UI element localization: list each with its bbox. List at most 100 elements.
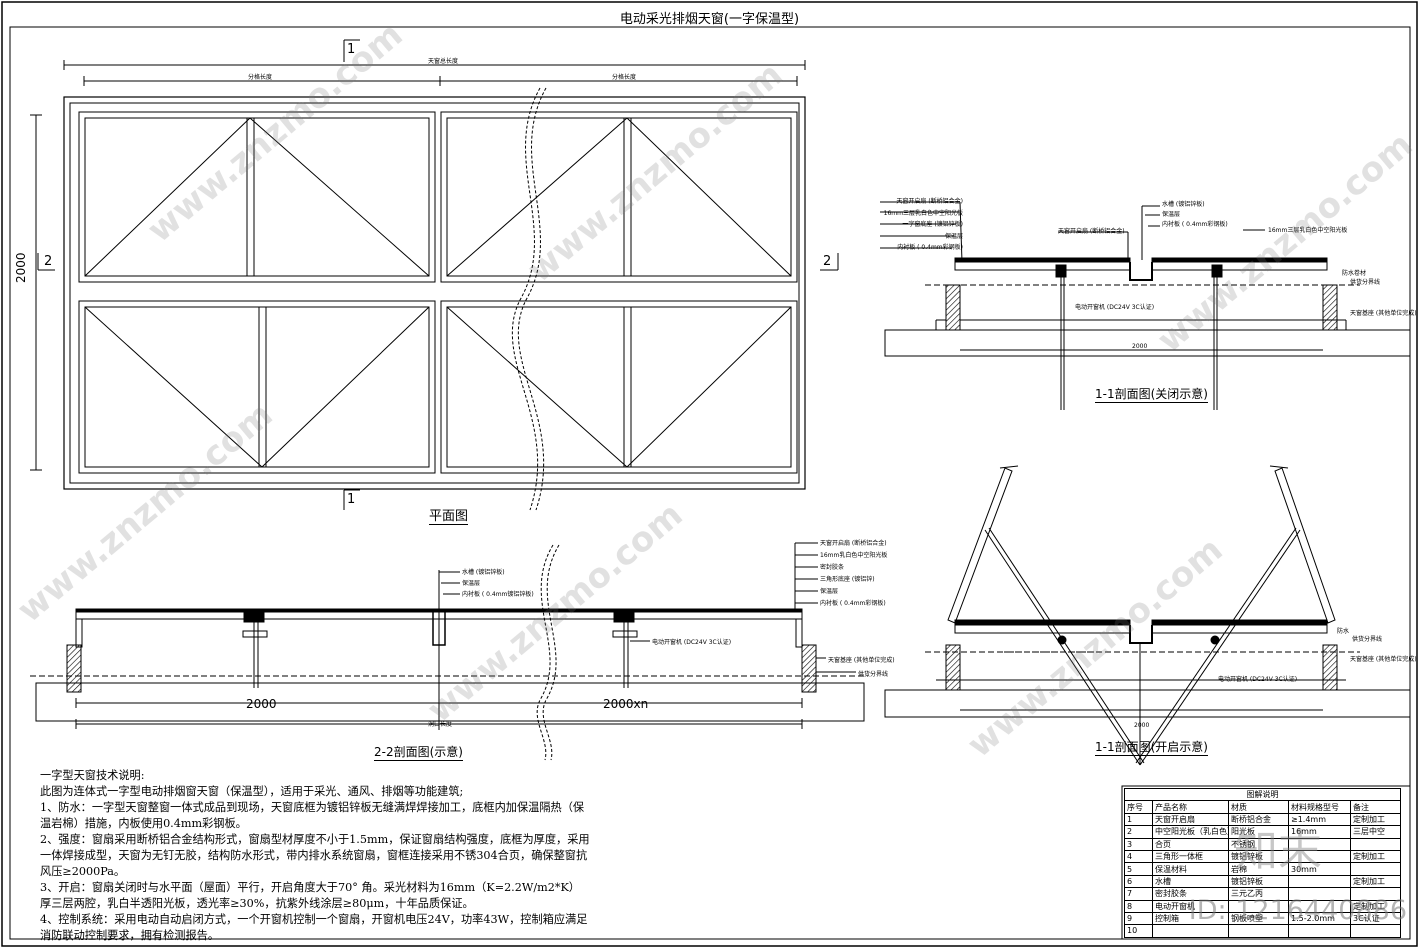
legend-cell: 定制加工 [1349,874,1402,889]
legend-cell: 保温材料 [1152,862,1229,876]
section-2-2 [30,542,868,761]
watermark-brand: 知末 [1234,826,1322,877]
callout: 三角形底座 (镀铝锌) [820,576,875,583]
pane-top-left [78,111,436,283]
notes-line: 此图为连体式一字型电动排烟窗天窗（保温型），适用于采光、通风、排烟等功能建筑; [40,785,464,798]
legend-cell: 7 [1124,887,1153,901]
callout: 水槽 (镀铝锌板) [462,569,505,576]
legend-header: 材料规格型号 [1288,800,1351,814]
callout: 一字窗底座 (镀铝锌板) [902,221,963,229]
watermark-id: ID: 1216440886 [1188,895,1407,926]
closed-callout-sheet: 16mm三层乳白色中空阳光板 [1268,227,1348,234]
notes-line: 2、强度：窗扇采用断桥铝合金结构形式，窗扇型材厚度不小于1.5mm，保证窗扇结构… [40,833,590,878]
callout: 天窗开启扇 (断桥铝合金) [820,540,887,547]
legend-cell [1152,924,1229,938]
legend-cell: 三角形一体框 [1152,849,1229,864]
sec22-dim-total: 洞口长度 [428,721,453,728]
legend-cell: 9 [1124,911,1153,926]
closed-callout-mid: 天窗开启扇 (断桥铝合金) [1058,228,1125,235]
section-1-1-closed [880,201,1411,410]
open-side-1: 防水 [1337,628,1350,635]
callout: 保温层 [462,580,481,587]
sec22-dim-right: 2000xn [603,697,649,711]
legend-cell: 定制加工 [1349,849,1402,864]
plan-dim-part-right: 分格长度 [612,74,637,81]
callout: 内衬板 ( 0.4mm彩钢板) [1162,221,1228,228]
pane-bottom-right [440,300,798,474]
legend-cell: 电动开窗机 [1152,899,1229,913]
notes-line: 3、开启：窗扇关闭时与水平面（屋面）平行，开启角度大于70° 角。采光材料为16… [40,881,580,910]
sec22-callouts-mid: 水槽 (镀铝锌板) 保温层 内衬板 ( 0.4mm镀铝锌板) [462,567,534,600]
callout: 水槽 (镀铝锌板) [1162,201,1205,208]
legend-cell: 水槽 [1152,874,1229,889]
legend-cell: 定制加工 [1349,812,1402,827]
sec22-base-label: 天窗基座 (其他单位完成) [828,657,895,664]
closed-dim: 2000 [1132,343,1148,350]
legend-row: 10 [1124,924,1402,938]
closed-side-1: 防水卷材 [1342,270,1367,277]
closed-side-2: 供货分界线 [1350,279,1381,286]
section-mark-1-top: 1 [347,42,356,57]
legend-cell: 天窗开启扇 [1152,812,1229,827]
legend-cell: 5 [1124,862,1153,876]
legend-cell: ≥1.4mm [1288,812,1351,827]
legend-cell: 不锈钢 [1228,837,1289,851]
drawing-title: 电动采光排烟天窗(一字保温型) [619,12,800,27]
plan-dim-height: 2000 [14,252,28,283]
legend-header: 产品名称 [1152,800,1229,814]
legend-caption: 图解说明 [1123,787,1402,802]
legend-cell: 4 [1124,849,1153,864]
legend-cell: 合页 [1152,837,1229,851]
callout: 保温层 [1162,211,1181,218]
legend-cell: 3C认证 [1349,911,1402,926]
callout: 内衬板 ( 0.4mm彩钢板) [897,244,963,252]
legend-header: 备注 [1349,800,1402,814]
plan-view [30,39,839,511]
callout: 天窗开启扇 (断桥铝合金) [896,198,963,205]
legend-cell: 三层中空 [1349,825,1402,839]
legend-cell [1228,924,1289,938]
open-side-2: 供货分界线 [1352,636,1383,643]
callout: 内衬板 ( 0.4mm镀铝锌板) [462,591,534,598]
callout: 保温层 [944,232,963,240]
plan-dim-total: 天窗总长度 [428,58,459,65]
legend-cell: 10 [1124,924,1153,938]
plan-dim-part-left: 分格长度 [248,74,273,81]
closed-motor-label: 电动开窗机 (DC24V 3C认证) [1075,304,1155,311]
open-motor-label: 电动开窗机 (DC24V 3C认证) [1218,676,1298,683]
open-dim: 2000 [1134,722,1150,729]
technical-notes: 一字型天窗技术说明: 此图为连体式一字型电动排烟窗天窗（保温型），适用于采光、通… [40,768,590,944]
legend-cell: 中空阳光板（乳白色） [1152,825,1229,839]
legend-cell: 3 [1124,837,1153,851]
legend-cell [1349,924,1402,938]
section-mark-2-right: 2 [823,254,832,269]
callout: 密封胶条 [820,564,845,571]
legend-cell: 8 [1124,899,1153,913]
closed-callouts-right: 水槽 (镀铝锌板) 保温层 内衬板 ( 0.4mm彩钢板) [1162,200,1228,230]
callout: 16mm乳白色中空阳光板 [820,552,888,559]
section-mark-2-left: 2 [44,254,53,269]
legend-cell: 镀铝锌板 [1228,849,1289,864]
notes-line: 4、控制系统：采用电动自动启闭方式，一个开窗机控制一个窗扇，开窗机电压24V，功… [40,913,588,942]
section-mark-1-bottom: 1 [347,492,356,507]
legend-cell [1288,924,1351,938]
legend-header: 材质 [1228,800,1289,814]
notes-line: 1、防水：一字型天窗整窗一体式成品到现场，天窗底框为镀铝锌板无缝满焊焊接加工，底… [40,801,585,830]
notes-heading: 一字型天窗技术说明: [40,769,145,782]
legend-frame [1121,785,1411,940]
open-side-3: 天窗基座 (其他单位完成) [1350,656,1417,663]
callout: 16mm三层乳白色中空阳光板 [883,209,963,217]
closed-callouts-left: 天窗开启扇 (断桥铝合金) 16mm三层乳白色中空阳光板 一字窗底座 (镀铝锌板… [878,196,963,254]
closed-side-3: 天窗基座 (其他单位完成) [1350,310,1417,317]
